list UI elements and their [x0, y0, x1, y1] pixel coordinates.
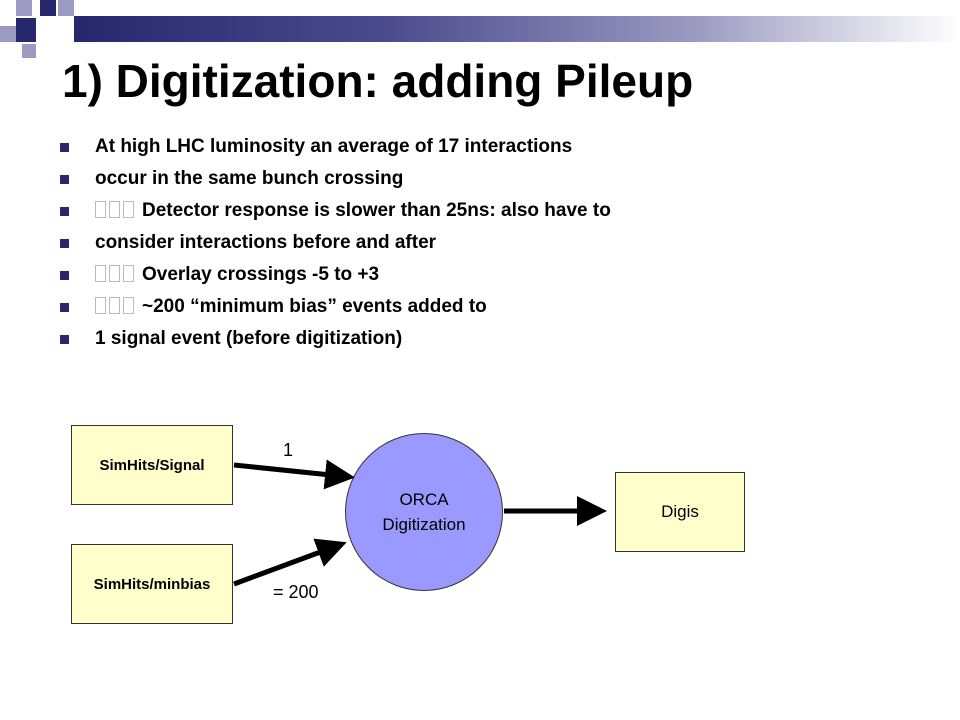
bullet-item: 1 signal event (before digitization) — [60, 323, 611, 355]
square-bullet-icon — [60, 143, 69, 152]
corner-square-dark-2 — [16, 18, 36, 42]
bullet-item: Overlay crossings -5 to +3 — [60, 259, 611, 291]
bullet-item: consider interactions before and after — [60, 227, 611, 259]
missing-glyph-icon — [95, 265, 106, 282]
bullet-item: occur in the same bunch crossing — [60, 163, 611, 195]
minbias-box: SimHits/minbias — [71, 544, 233, 624]
slide-title: 1) Digitization: adding Pileup — [62, 55, 694, 107]
square-bullet-icon — [60, 207, 69, 216]
bullet-text: At high LHC luminosity an average of 17 … — [95, 136, 573, 157]
corner-square-light-low — [22, 44, 36, 58]
corner-square-dark — [40, 0, 56, 16]
bullet-text: Detector response is slower than 25ns: a… — [142, 200, 611, 221]
bullet-text: ~200 “minimum bias” events added to — [142, 296, 487, 317]
bullet-item: At high LHC luminosity an average of 17 … — [60, 131, 611, 163]
missing-glyph-icon — [95, 201, 106, 218]
missing-glyph-icon — [95, 297, 106, 314]
square-bullet-icon — [60, 335, 69, 344]
bullet-text: 1 signal event (before digitization) — [95, 328, 403, 349]
signal-count-label: 1 — [283, 440, 294, 460]
missing-glyph-icon — [109, 297, 120, 314]
bullet-text: Overlay crossings -5 to +3 — [142, 264, 380, 285]
process-label-line2: Digitization — [382, 515, 466, 534]
missing-glyph-icon — [123, 201, 134, 218]
corner-square-light-top — [16, 0, 32, 16]
bullet-item: ~200 “minimum bias” events added to — [60, 291, 611, 323]
signal-box: SimHits/Signal — [71, 425, 233, 505]
square-bullet-icon — [60, 239, 69, 248]
bullet-list: At high LHC luminosity an average of 17 … — [60, 131, 611, 355]
digis-box: Digis — [615, 472, 745, 552]
bullet-text: consider interactions before and after — [95, 232, 437, 253]
title-banner — [74, 16, 960, 42]
corner-square-light-right — [58, 0, 74, 16]
bullet-text: occur in the same bunch crossing — [95, 168, 404, 189]
missing-glyph-icon — [109, 265, 120, 282]
corner-square-light-left — [0, 26, 16, 42]
minbias-arrow — [233, 538, 347, 587]
process-label-line1: ORCA — [399, 490, 449, 509]
square-bullet-icon — [60, 175, 69, 184]
signal-arrow — [233, 459, 355, 490]
missing-glyph-icon — [123, 297, 134, 314]
square-bullet-icon — [60, 271, 69, 280]
minbias-count-label: = 200 — [273, 582, 319, 602]
orca-digitization-node: ORCA Digitization — [345, 433, 503, 591]
square-bullet-icon — [60, 303, 69, 312]
missing-glyph-icon — [109, 201, 120, 218]
bullet-item: Detector response is slower than 25ns: a… — [60, 195, 611, 227]
missing-glyph-icon — [123, 265, 134, 282]
